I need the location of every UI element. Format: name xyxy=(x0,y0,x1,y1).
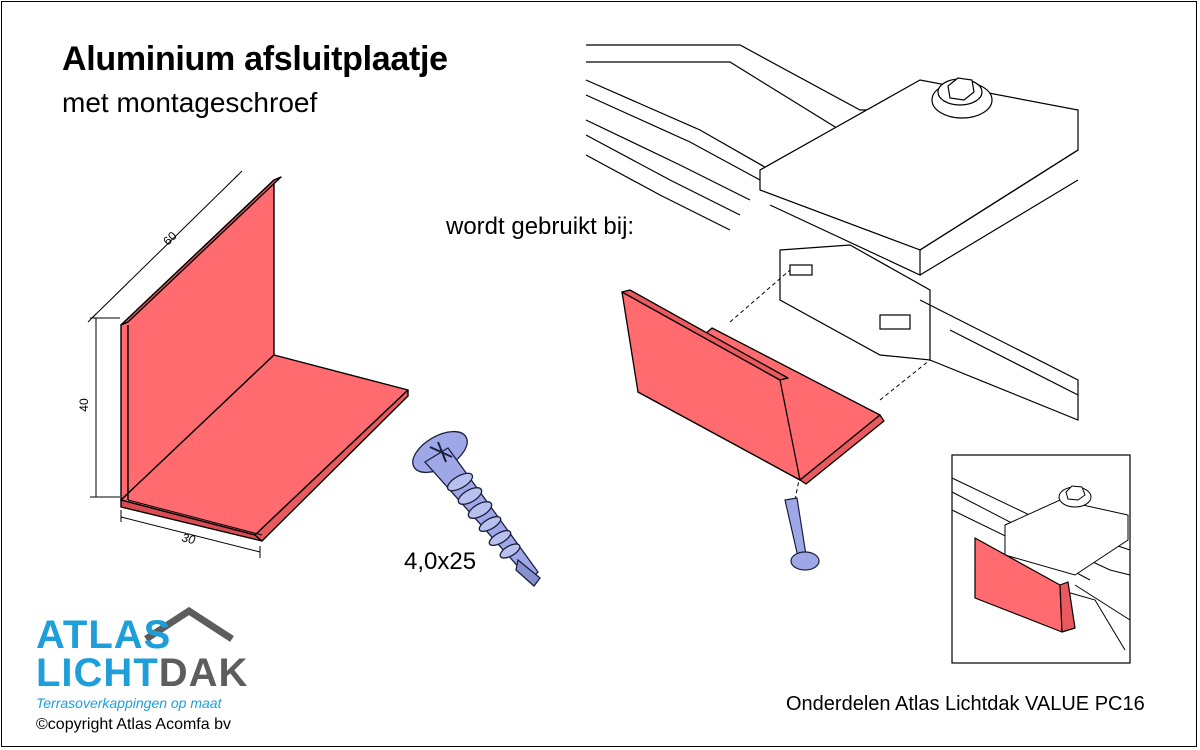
profile-assembly xyxy=(585,44,1079,421)
page-subtitle: met montageschroef xyxy=(62,87,318,118)
brand-word-atlas: ATLAS xyxy=(36,613,172,657)
copyright-text: ©copyright Atlas Acomfa bv xyxy=(36,716,231,733)
dimension-40: 40 xyxy=(77,398,91,412)
brand-word-lichtdak: LICHTDAK xyxy=(36,653,248,693)
footer-product: Onderdelen Atlas Lichtdak VALUE PC16 xyxy=(786,693,1145,715)
brand-logo: ATLAS LICHTDAK Terrasoverkappingen op ma… xyxy=(36,605,248,715)
brand-word-licht: LICHT xyxy=(36,651,159,695)
end-cap-bracket xyxy=(120,176,409,542)
end-cap-assembly xyxy=(621,289,885,485)
brand-tagline: Terrasoverkappingen op maat xyxy=(36,695,222,711)
dimension-60: 60 xyxy=(160,229,180,249)
usage-label: wordt gebruikt bij: xyxy=(446,213,635,240)
screw-size-label: 4,0x25 xyxy=(404,548,477,575)
end-cap-detail xyxy=(974,537,1076,633)
dimension-30: 30 xyxy=(180,530,197,547)
roof-icon xyxy=(144,606,234,642)
dimension-lines xyxy=(87,170,261,558)
small-screw xyxy=(784,497,820,571)
page-title: Aluminium afsluitplaatje xyxy=(62,40,448,78)
brand-word-dak: DAK xyxy=(158,651,249,695)
mounting-screw xyxy=(412,430,541,587)
